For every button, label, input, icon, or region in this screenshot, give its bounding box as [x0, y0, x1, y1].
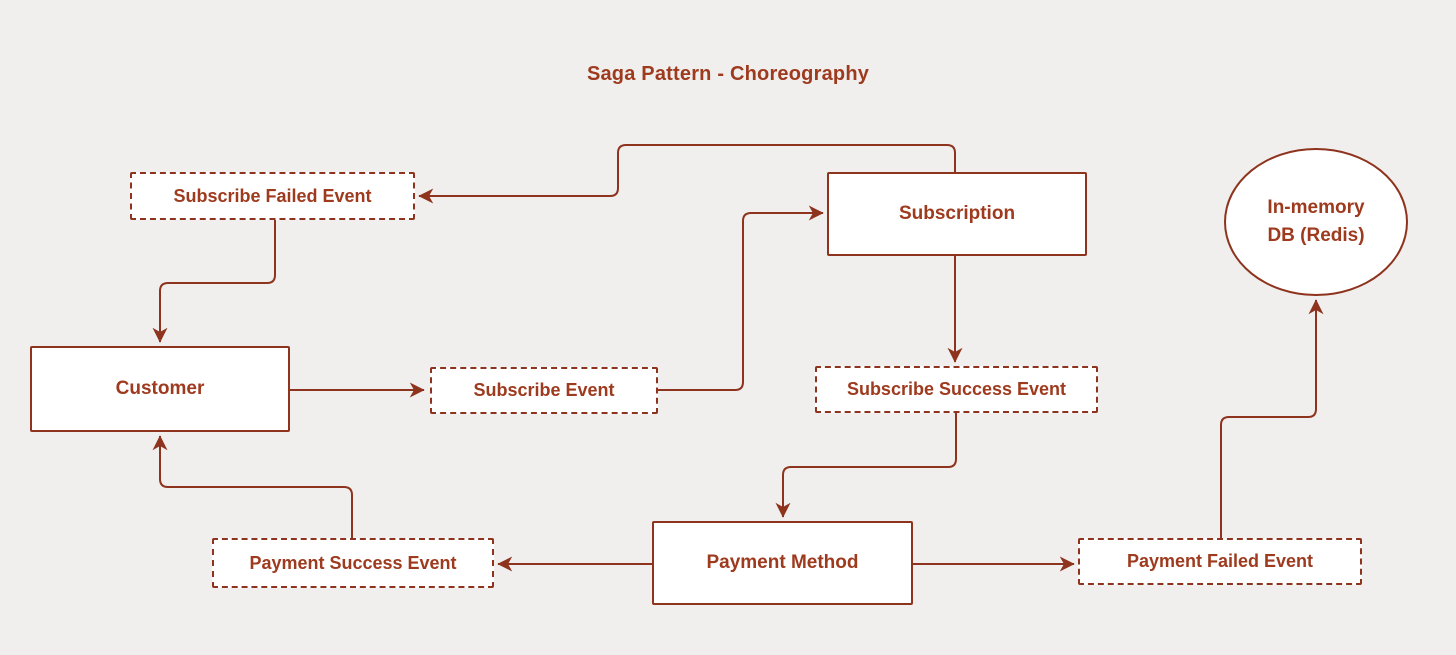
node-label: Subscription: [898, 203, 1016, 224]
node-in-memory-db-redis: In-memory DB (Redis): [1224, 148, 1408, 296]
node-label: In-memory DB (Redis): [1267, 196, 1365, 247]
node-label: Subscribe Success Event: [846, 379, 1067, 399]
node-payment-success-event: Payment Success Event: [212, 538, 494, 588]
diagram-title: Saga Pattern - Choreography: [586, 63, 870, 85]
node-label: Payment Failed Event: [1126, 551, 1314, 571]
node-subscribe-event: Subscribe Event: [430, 367, 658, 414]
node-label: Subscribe Event: [473, 380, 615, 400]
edge-payment-success-event-to-customer: [152, 435, 353, 538]
node-customer: Customer: [30, 346, 290, 432]
node-label: Customer: [115, 378, 205, 399]
node-label: Payment Success Event: [249, 552, 457, 573]
edge-subscribe-event-to-subscription: [658, 205, 824, 391]
node-payment-method: Payment Method: [652, 521, 913, 605]
node-subscription: Subscription: [827, 172, 1087, 256]
edge-subscription-to-subscribe-failed-event: [418, 144, 956, 204]
node-subscribe-success-event: Subscribe Success Event: [815, 366, 1098, 413]
edge-subscribe-failed-event-to-customer: [152, 220, 276, 343]
node-label: Payment Method: [706, 552, 859, 573]
node-payment-failed-event: Payment Failed Event: [1078, 538, 1362, 585]
node-label: Subscribe Failed Event: [173, 185, 372, 206]
node-subscribe-failed-event: Subscribe Failed Event: [130, 172, 415, 220]
edge-payment-failed-event-to-in-memory-db: [1220, 299, 1324, 538]
edge-subscribe-success-event-to-payment-method: [775, 413, 957, 518]
